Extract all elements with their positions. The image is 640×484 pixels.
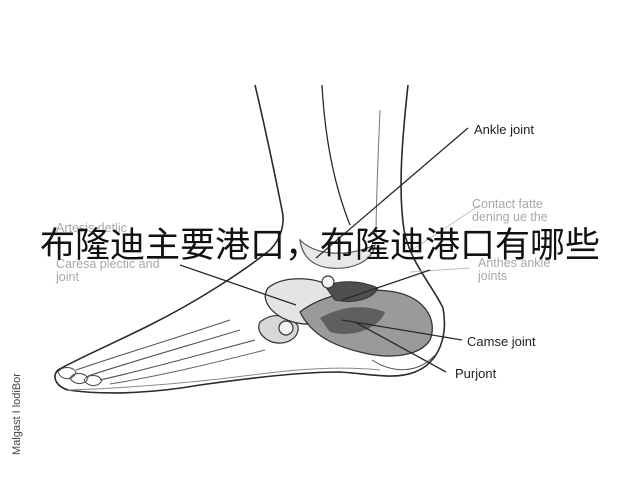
label-left-faded-line1: Artesis detlic bbox=[56, 221, 127, 235]
label-purjont: Purjont bbox=[455, 366, 497, 381]
label-left-faded-line2: Caresa plectic and bbox=[56, 257, 160, 271]
calcaneus-shadow bbox=[320, 307, 385, 334]
small-bone-node bbox=[278, 320, 294, 336]
leg-outline-left bbox=[254, 84, 284, 251]
label-camse-joint: Camse joint bbox=[467, 334, 536, 349]
overlay-title: 布隆迪主要港口，布隆迪港口有哪些 bbox=[39, 226, 600, 266]
leader-anthes bbox=[409, 267, 471, 273]
metatarsal-3 bbox=[99, 339, 256, 381]
leader-camse bbox=[341, 319, 463, 341]
leader-contact bbox=[411, 204, 481, 251]
metatarsal-4 bbox=[109, 349, 266, 385]
label-contact-line2: dening ue the bbox=[472, 210, 548, 224]
heel-outline bbox=[371, 354, 436, 371]
sole-line bbox=[67, 367, 381, 391]
label-contact-line1: Contact fatte bbox=[472, 197, 543, 211]
leader-ankle-joint bbox=[315, 127, 469, 259]
leader-anthes-dark bbox=[341, 269, 431, 301]
leg-outline-right bbox=[400, 84, 444, 309]
leader-purjont bbox=[354, 321, 447, 373]
toe-1 bbox=[57, 367, 77, 380]
toe-2 bbox=[69, 373, 89, 385]
metatarsal-1 bbox=[75, 319, 231, 371]
fibula-line bbox=[375, 109, 381, 239]
tibia-end bbox=[299, 238, 376, 269]
label-left-faded-line3: joint bbox=[56, 270, 79, 284]
label-anthes-line2: joints bbox=[478, 269, 508, 283]
metatarsal-2 bbox=[87, 329, 241, 377]
leader-left-faded bbox=[179, 264, 297, 306]
joint-node bbox=[321, 275, 335, 289]
label-anthes-line1: Anthes ankle bbox=[478, 256, 551, 270]
watermark-text: Malgast I lodiBor bbox=[11, 373, 23, 455]
label-ankle-joint: Ankle joint bbox=[474, 122, 534, 137]
foot-outline bbox=[54, 249, 446, 394]
tibia-line bbox=[321, 84, 351, 226]
